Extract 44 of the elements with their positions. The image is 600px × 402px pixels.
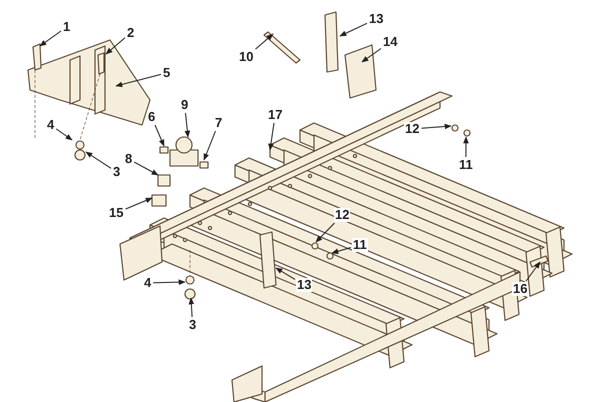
leader-line	[39, 30, 62, 46]
callout-number: 17	[267, 108, 284, 122]
callout-number: 13	[368, 12, 384, 26]
callout-number: 13	[296, 278, 312, 292]
callout-number: 2	[126, 26, 136, 40]
callout-number: 10	[238, 50, 254, 64]
callout-number: 7	[214, 116, 224, 130]
leader-line	[115, 74, 162, 88]
leader-line	[255, 34, 274, 50]
leader-line	[134, 162, 159, 176]
leader-line	[361, 48, 382, 62]
leader-line	[421, 124, 452, 130]
leader-line	[204, 130, 216, 161]
leader-line	[152, 279, 186, 285]
leader-line	[275, 268, 296, 280]
callout-number: 3	[188, 318, 198, 332]
leader-line	[105, 37, 126, 54]
callout-number: 11	[458, 158, 474, 172]
leader-line	[85, 152, 112, 169]
callout-number: 4	[46, 118, 56, 132]
callout-number: 8	[124, 152, 134, 166]
leader-line	[526, 261, 540, 282]
callout-number: 12	[334, 208, 350, 222]
callout-number: 12	[404, 122, 420, 136]
leader-line	[188, 297, 194, 318]
callout-number: 4	[143, 276, 152, 290]
callout-number: 15	[108, 206, 124, 220]
callout-number: 14	[382, 35, 398, 49]
callout-number: 5	[162, 66, 172, 80]
callout-number: 9	[180, 98, 190, 112]
callout-number: 6	[147, 110, 156, 124]
leader-line	[268, 122, 274, 151]
callout-number: 16	[512, 282, 528, 296]
leader-line	[184, 112, 190, 138]
leader-line	[331, 247, 352, 254]
callout-number: 1	[62, 20, 72, 34]
leader-line	[316, 222, 335, 242]
leader-line	[56, 128, 73, 140]
leader-line	[125, 198, 153, 210]
callout-number: 11	[352, 238, 368, 252]
callout-number: 3	[112, 165, 122, 179]
leader-line	[339, 22, 368, 36]
leader-line	[154, 124, 164, 147]
leader-line	[463, 136, 469, 158]
